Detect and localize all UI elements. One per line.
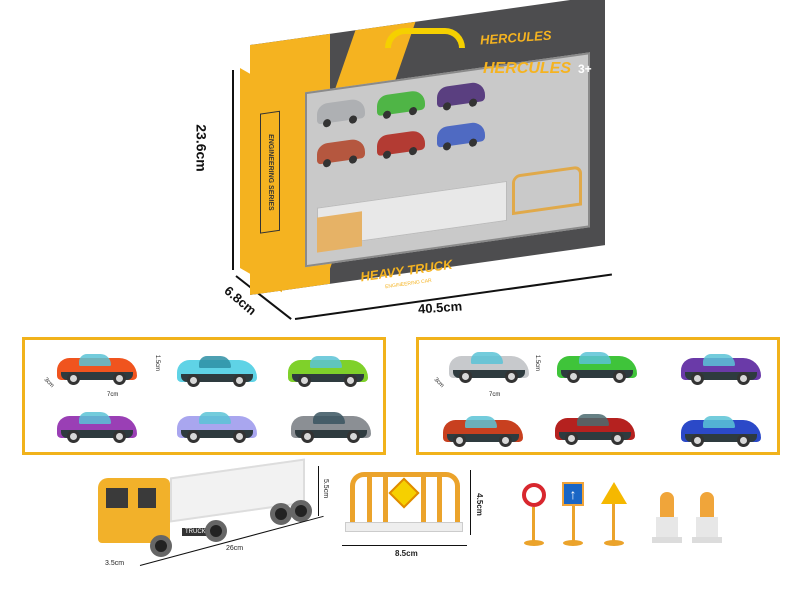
car-length-label: 7cm	[107, 392, 119, 398]
box-handle	[385, 28, 465, 48]
boxed-car	[437, 120, 485, 148]
sign-base	[524, 540, 544, 546]
car-height-label: 1.5cm	[534, 354, 541, 372]
boxed-fence	[512, 165, 582, 216]
green-car	[557, 350, 637, 384]
height-arrow	[232, 70, 234, 270]
truck-height-label: 5.5cm	[322, 478, 330, 499]
sign-base	[604, 540, 624, 546]
orange-car	[57, 352, 137, 386]
purple-car	[57, 410, 137, 444]
red-orange-car	[443, 414, 523, 448]
truck-wheel	[270, 503, 292, 525]
fence-width-label: 8.5cm	[395, 549, 418, 558]
brand-title: HERCULES	[483, 60, 572, 77]
fence-width-arrow	[342, 545, 467, 546]
straight-ahead-sign-icon: ↑	[562, 482, 584, 506]
series-label: ENGINEERING SERIES	[260, 110, 280, 234]
car-width-label: 3cm	[42, 376, 55, 390]
truck-window	[106, 488, 128, 508]
car-width-label: 3cm	[432, 376, 445, 390]
no-horn-sign-icon	[522, 483, 546, 507]
warning-triangle-sign-icon	[601, 482, 627, 504]
grey-car	[291, 410, 371, 444]
truck-height-arrow	[318, 466, 319, 516]
traffic-cone-icon	[692, 492, 722, 547]
lavender-car	[177, 410, 257, 444]
traffic-cone-icon	[652, 492, 682, 547]
sign-pole	[532, 507, 535, 542]
truck-cab	[98, 478, 170, 543]
barrier-fence	[350, 472, 460, 525]
fence-height-label: 4.5cm	[474, 493, 484, 516]
box-width-label: 40.5cm	[417, 298, 463, 317]
truck-wheel	[150, 535, 172, 557]
car-panel-left: 1.5cm 3cm 7cm	[22, 337, 386, 455]
truck-length-label: 26cm	[226, 545, 244, 552]
boxed-car	[377, 129, 425, 157]
sign-pole	[572, 506, 575, 542]
truck-width-label: 3.5cm	[105, 560, 125, 567]
car-height-label: 1.5cm	[154, 354, 161, 372]
red-car	[555, 412, 635, 446]
truck-wheel	[290, 500, 312, 522]
car-length-label: 7cm	[489, 392, 501, 398]
sign-base	[563, 540, 583, 546]
truck-label: TRUCK	[182, 528, 209, 536]
boxed-car	[377, 89, 425, 117]
truck-wheel	[205, 520, 227, 542]
truck-window	[138, 488, 156, 508]
boxed-car	[437, 80, 485, 108]
boxed-truck-cab	[317, 211, 362, 253]
green-car	[288, 354, 368, 388]
age-rating: 3+	[578, 62, 592, 76]
car-panel-right: 1.5cm 3cm 7cm	[416, 337, 780, 455]
violet-car	[681, 352, 761, 386]
box-height-label: 23.6cm	[193, 124, 210, 172]
cyan-car	[177, 354, 257, 388]
fence-base	[345, 522, 463, 532]
sign-pole	[612, 504, 615, 542]
boxed-car	[317, 97, 365, 125]
blue-car	[681, 414, 761, 448]
silver-car	[449, 350, 529, 384]
boxed-car	[317, 137, 365, 165]
fence-height-arrow	[470, 470, 471, 535]
